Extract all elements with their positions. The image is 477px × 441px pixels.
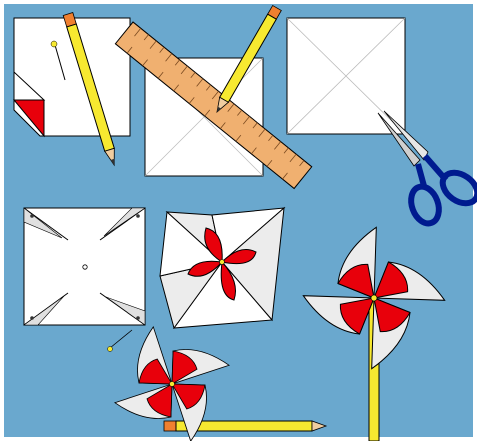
pin-icon: [51, 41, 57, 47]
pin-icon: [108, 347, 113, 352]
pin-icon: [220, 260, 225, 265]
step-5-pinwheel-folded: [160, 208, 284, 328]
